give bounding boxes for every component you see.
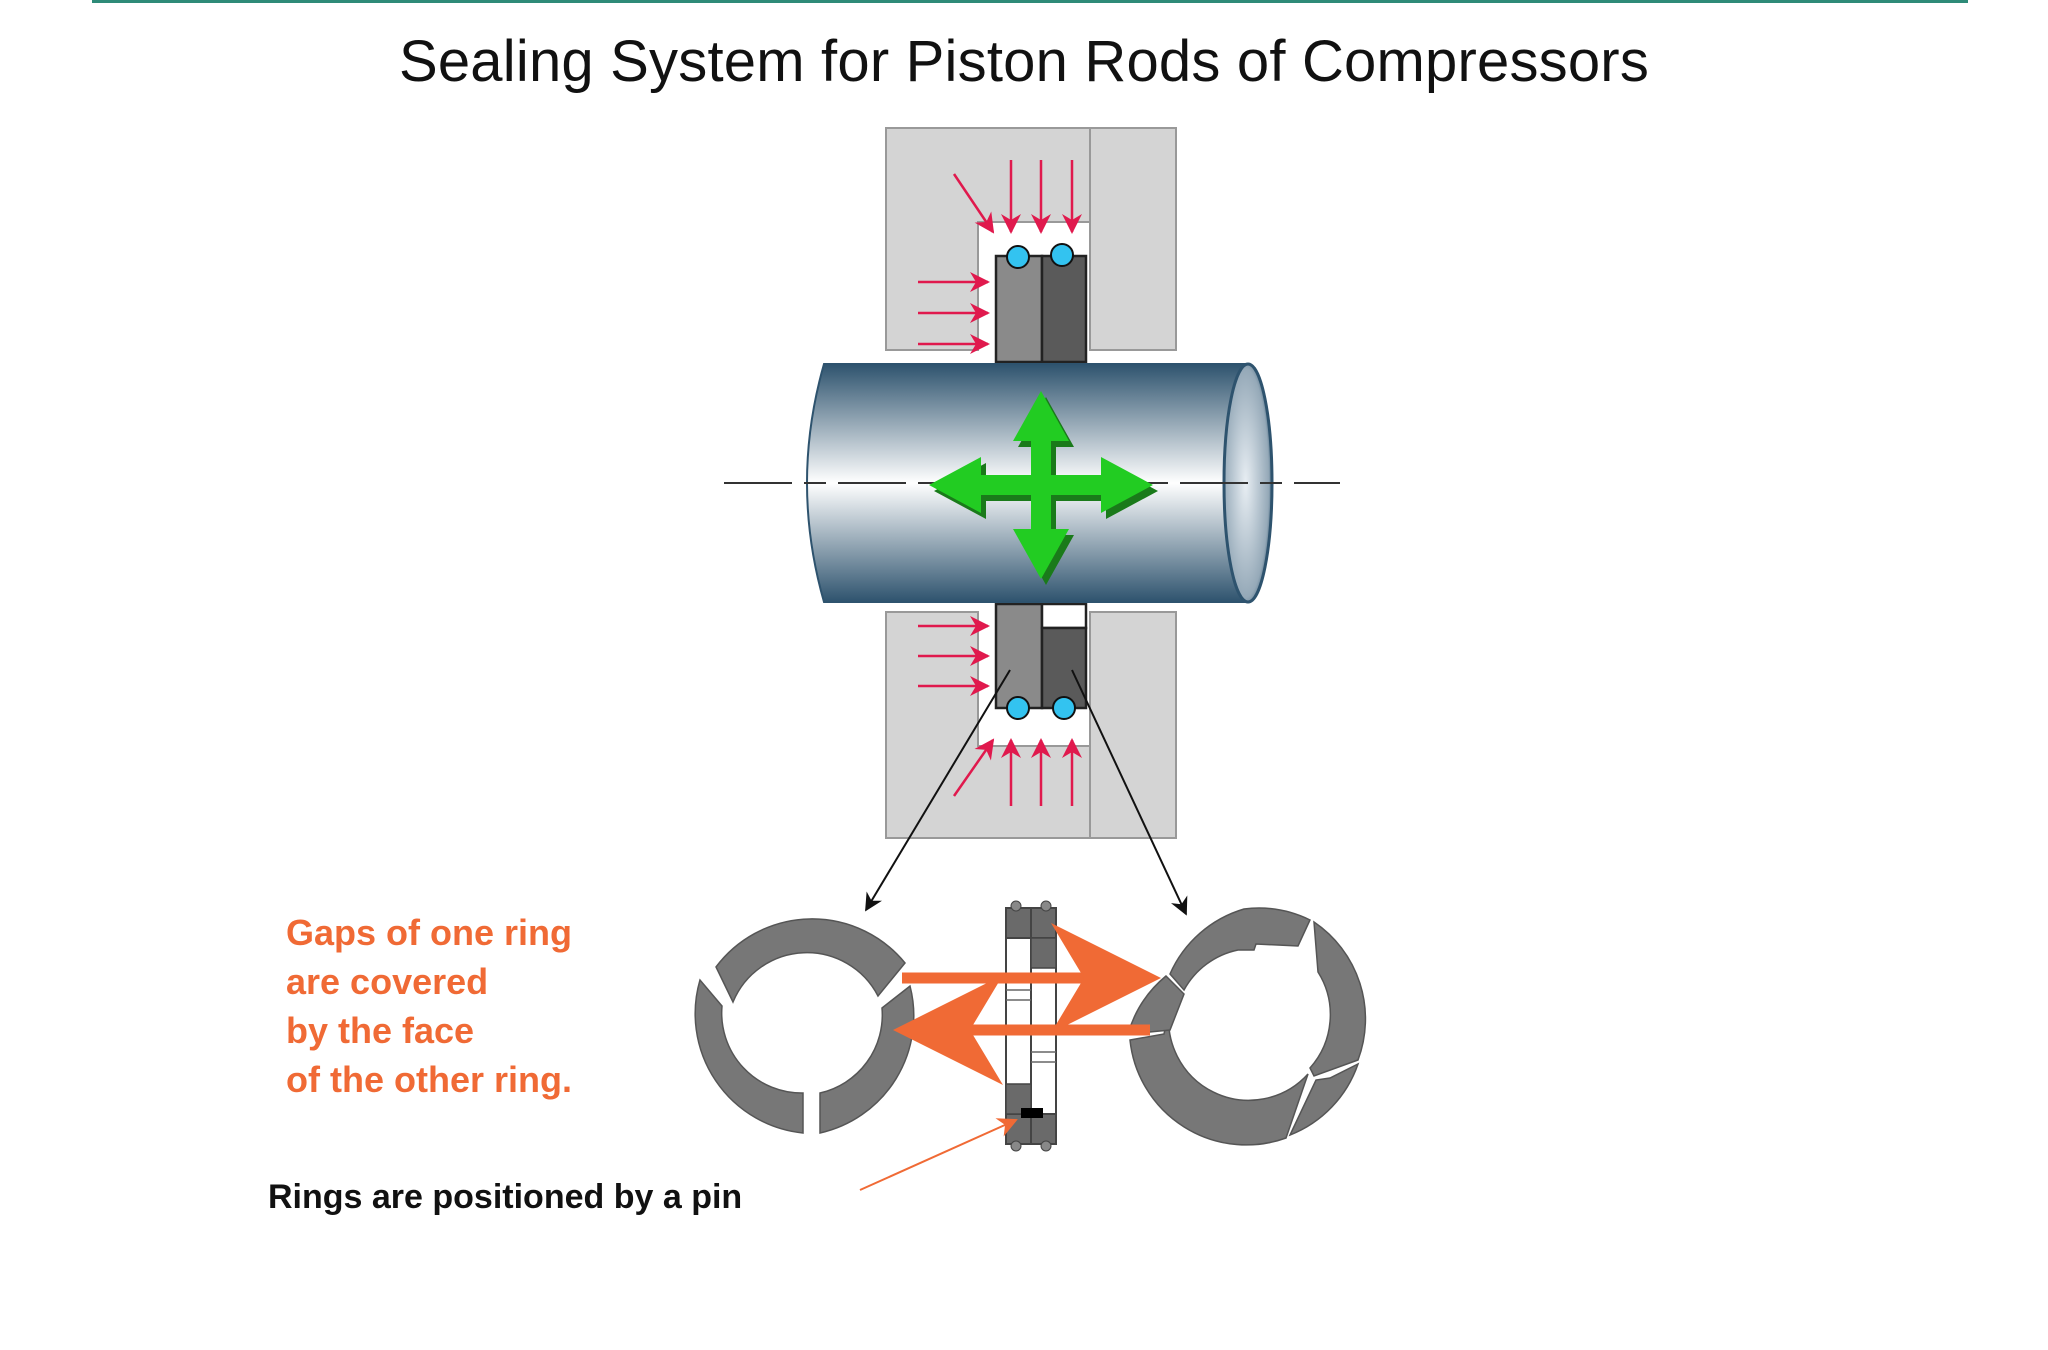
callout-arrows	[865, 669, 1188, 916]
gaps-line-4: of the other ring.	[286, 1059, 572, 1100]
gaps-line-1: Gaps of one ring	[286, 912, 573, 953]
pressure-arrow-icon	[918, 160, 1082, 354]
transfer-arrows	[893, 923, 1161, 1085]
gaps-annotation: Gaps of one ring are covered by the face…	[286, 908, 572, 1104]
upper-seal-rings	[994, 254, 1088, 364]
right-split-ring	[1126, 907, 1367, 1146]
lower-seal-rings	[994, 602, 1088, 710]
upper-housing	[885, 127, 1177, 351]
gaps-line-3: by the face	[286, 1010, 475, 1051]
four-way-arrow-icon	[929, 391, 1158, 585]
gaps-line-2: are covered	[286, 961, 489, 1002]
pin-marker	[1021, 1108, 1043, 1118]
left-split-ring	[694, 918, 915, 1134]
o-ring-icon	[1006, 696, 1076, 720]
top-accent-rule	[92, 0, 1968, 3]
page-title: Sealing System for Piston Rods of Compre…	[398, 29, 1650, 94]
pin-pointer	[859, 1118, 1018, 1191]
o-ring-icon	[1006, 243, 1074, 269]
pin-annotation: Rings are positioned by a pin	[268, 1178, 743, 1216]
pressure-arrow-icon	[918, 616, 1082, 806]
